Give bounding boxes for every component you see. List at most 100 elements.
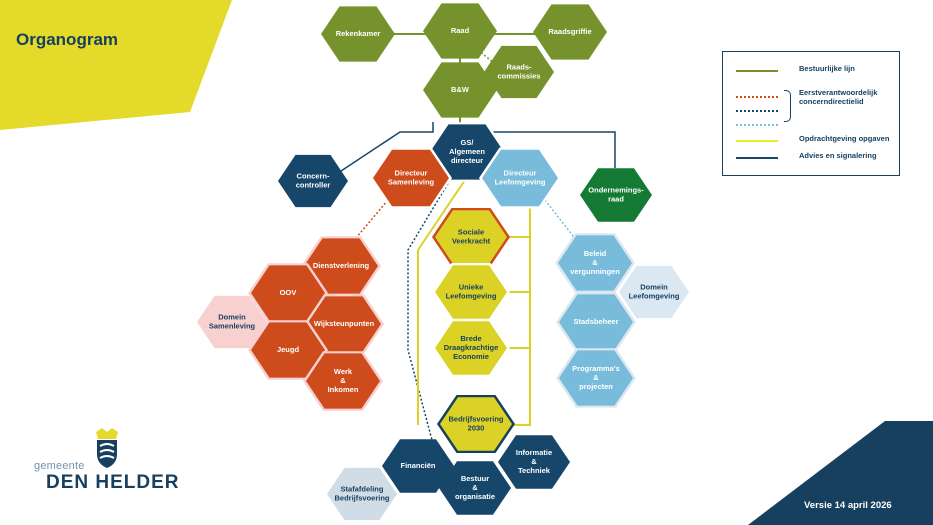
line-gs-bedrijfsvoering <box>407 179 451 441</box>
hex-shape <box>440 397 512 451</box>
node-raadscommissies: Raads-commissies <box>484 45 554 99</box>
node-wijksteunpunten: Wijksteunpunten <box>304 294 384 354</box>
node-rekenkamer: Rekenkamer <box>321 6 395 62</box>
logo-prefix: gemeente <box>34 460 85 472</box>
node-label: Dienstverlening <box>313 261 370 270</box>
legend-brace <box>784 90 791 122</box>
hex-shape <box>484 45 554 99</box>
node-jeugd: Jeugd <box>248 320 328 380</box>
line-gs-concerncontroller <box>334 122 434 176</box>
hex-shape <box>251 265 325 321</box>
yellow-corner-shape <box>0 0 232 130</box>
page-title: Organogram <box>16 30 119 49</box>
node-label: Concern-controller <box>296 171 331 189</box>
node-label: B&W <box>451 85 470 94</box>
legend-row <box>723 104 901 118</box>
hex-shape <box>482 149 558 207</box>
node-label: Ondernemings-raad <box>588 185 644 203</box>
line-gs-ondernemingsraad <box>490 131 616 168</box>
node-label: OOV <box>280 288 297 297</box>
hex-shape <box>439 461 511 515</box>
hex-shape <box>619 265 689 319</box>
hex-shape <box>278 154 348 208</box>
crest-icon <box>96 428 118 468</box>
node-dienstverlening: Dienstverlening <box>301 236 381 296</box>
hex-shape <box>559 294 633 350</box>
hex-shape <box>435 265 507 319</box>
hex-shape <box>423 62 497 118</box>
node-label: Informatie&Techniek <box>516 448 552 475</box>
legend-swatch <box>736 140 778 142</box>
hex-shape <box>306 353 380 409</box>
hex-shape <box>435 321 507 375</box>
node-stadsbeheer: Stadsbeheer <box>556 292 636 352</box>
node-label: Wijksteunpunten <box>314 319 375 328</box>
node-informatie-techniek: Informatie&Techniek <box>498 435 570 489</box>
hex-shape <box>321 6 395 62</box>
hex-shape <box>327 467 397 521</box>
legend-row: Bestuurlijke lijn <box>723 64 901 78</box>
node-beleid-vergunningen: Beleid&vergunningen <box>555 233 635 293</box>
node-label: Werk&Inkomen <box>328 367 359 394</box>
node-werk-inkomen: Werk&Inkomen <box>303 351 383 411</box>
hex-shape <box>251 322 325 378</box>
node-label: Rekenkamer <box>336 29 381 38</box>
node-raad: Raad <box>423 3 497 59</box>
node-label: Programma's&projecten <box>572 364 620 391</box>
node-ondernemingsraad: Ondernemings-raad <box>580 168 652 222</box>
legend-swatch <box>736 157 778 159</box>
legend-swatch <box>736 124 778 126</box>
node-concerncontroller: Concern-controller <box>278 154 348 208</box>
hex-shape <box>430 124 504 180</box>
legend-row: Opdrachtgeving opgaven <box>723 134 901 148</box>
node-label: Bestuur&organisatie <box>455 474 495 501</box>
line-opgaven-left <box>417 179 466 425</box>
line-opgaven-right <box>505 189 531 426</box>
node-oov: OOV <box>248 263 328 323</box>
node-label: Stadsbeheer <box>573 317 618 326</box>
node-financien: Financiën <box>382 439 454 493</box>
version-label: Versie 14 april 2026 <box>804 500 892 511</box>
legend-row: Advies en signalering <box>723 151 901 165</box>
legend-row <box>723 118 901 132</box>
node-label: Raads-commissies <box>498 62 541 80</box>
hex-shape <box>307 296 381 352</box>
navy-corner-shape <box>748 421 933 525</box>
hex-shape <box>197 295 267 349</box>
legend-swatch <box>736 96 778 98</box>
hex-shape <box>423 3 497 59</box>
legend-swatch <box>736 70 778 72</box>
hex-shape <box>558 235 632 291</box>
node-label: Jeugd <box>277 345 300 354</box>
hex-shape <box>533 4 607 60</box>
node-label: Raad <box>451 26 470 35</box>
hex-shape <box>304 238 378 294</box>
node-bw: B&W <box>423 62 497 118</box>
hex-shape <box>559 350 633 406</box>
legend-label: Opdrachtgeving opgaven <box>799 134 890 143</box>
legend-label: Advies en signalering <box>799 151 877 160</box>
hex-shape <box>382 439 454 493</box>
node-label: Beleid&vergunningen <box>570 249 620 276</box>
legend-swatch <box>736 110 778 112</box>
